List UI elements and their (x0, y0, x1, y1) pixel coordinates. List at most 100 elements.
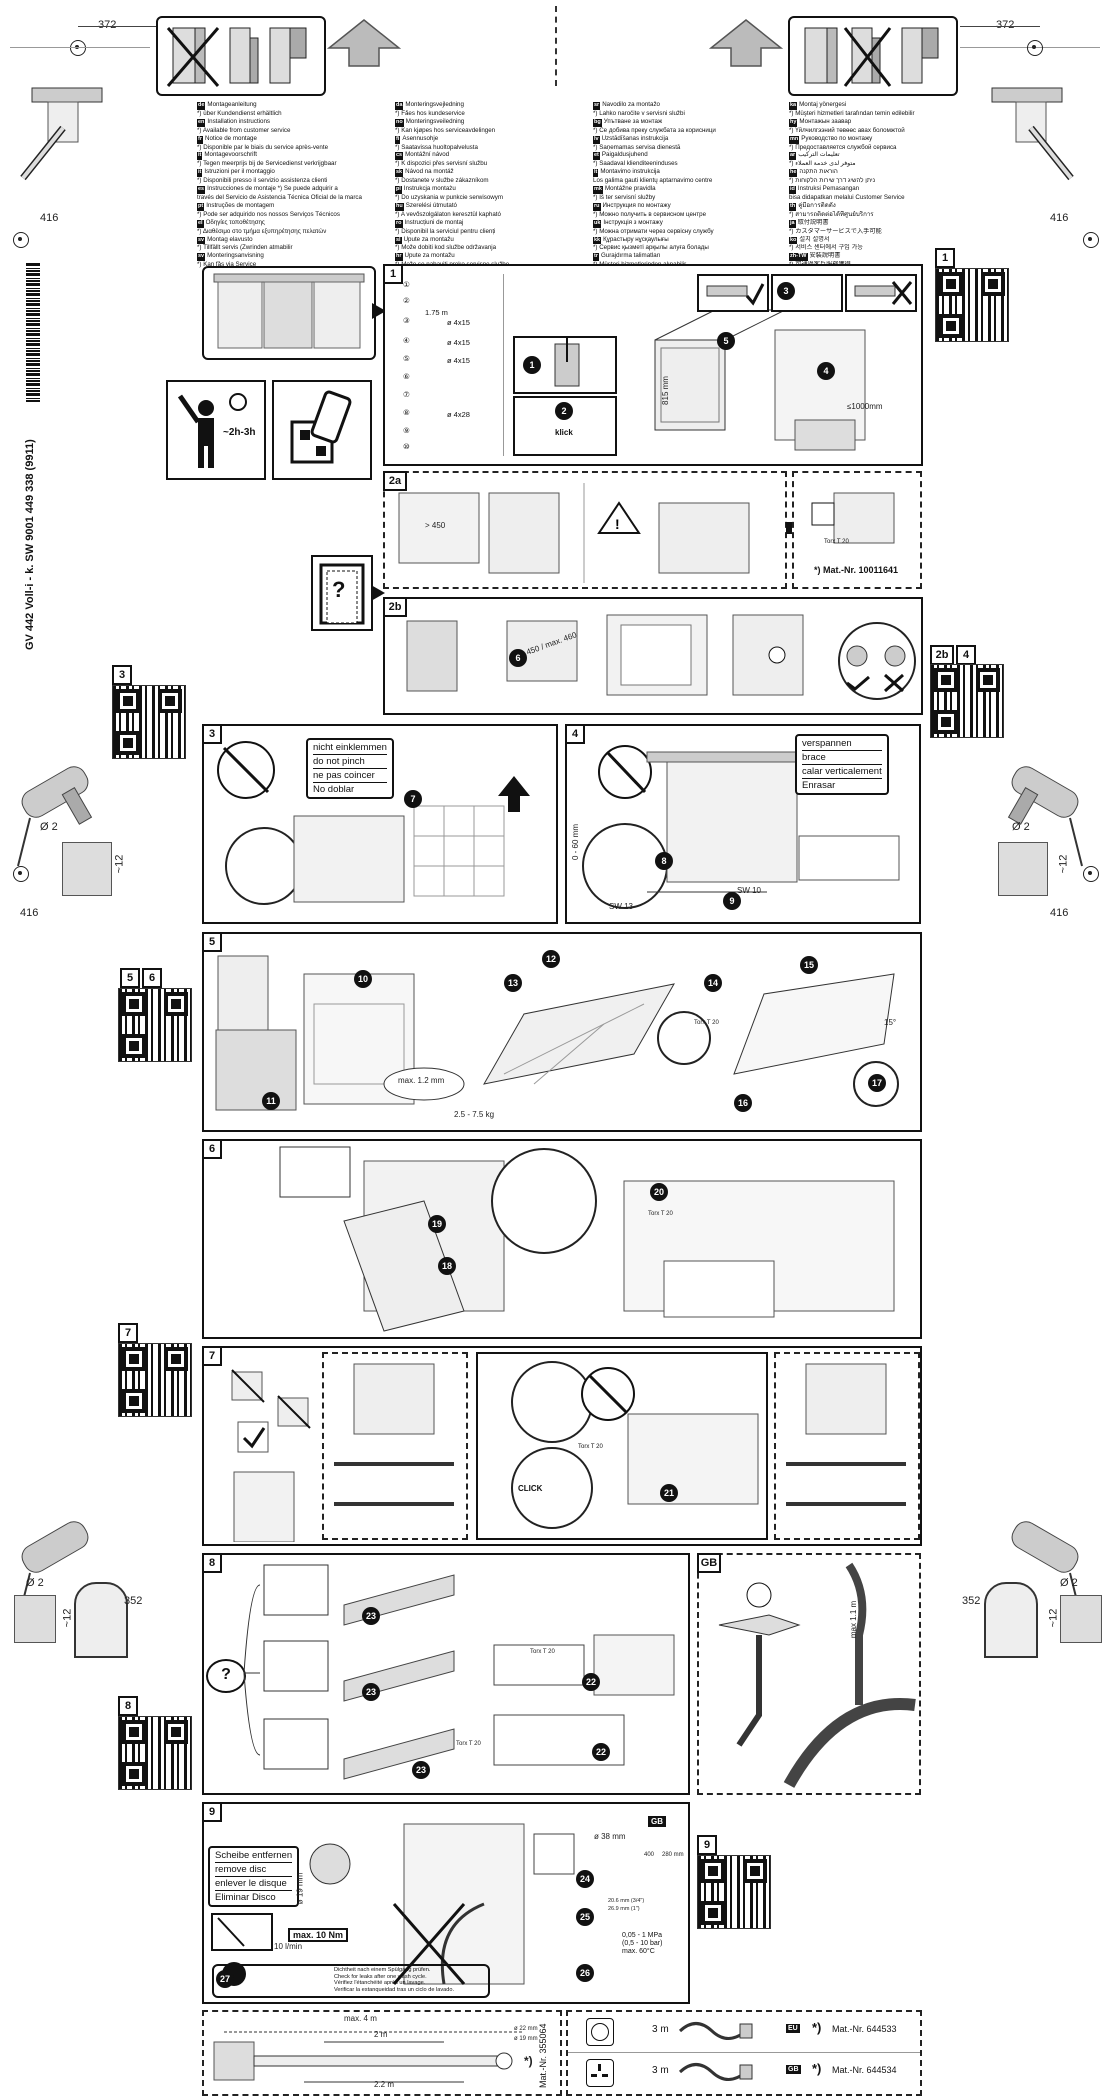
qr-code-7[interactable] (118, 1343, 192, 1417)
arrow-right-icon (372, 303, 386, 319)
drill-depth-diagram-right (998, 842, 1048, 896)
language-row: *) متوفر لدى خدمة العملاء (789, 160, 979, 168)
language-row: *) Müşteri hizmetleri tarafından temin e… (789, 110, 979, 118)
language-text: Інструкція з монтажу (603, 218, 663, 226)
section-2b: 2b 450 / max. 460 6 (383, 597, 923, 715)
profile-illustration (166, 27, 307, 87)
language-code: es (197, 186, 206, 194)
language-text: bisa didapatkan melalui Customer Service (789, 193, 905, 201)
dimension-top-left: 372 (98, 19, 117, 31)
language-row: *) Се добива преку службата за корисници (593, 127, 783, 135)
language-code: sk (395, 169, 404, 178)
language-code: uk (593, 219, 602, 228)
section-8: 8 ? 23 23 23 22 22 Torx T 20 Torx T 20 (202, 1553, 690, 1795)
language-code: it (197, 152, 203, 161)
language-text: Instrukcja montażu (403, 185, 456, 193)
leveling-illustration (582, 745, 900, 909)
language-row: *) Tegen meerprijs bij de Servicedienst … (197, 160, 387, 168)
language-code: da (395, 102, 404, 110)
language-row: *) Можна отримати через сервісну службу (593, 228, 783, 236)
language-text: *) Се добива преку службата за корисници (593, 126, 716, 134)
language-text: *) Үйлчилгээний төвөөс авах боломжтой (789, 126, 905, 134)
language-text: Notice de montage (204, 134, 257, 142)
power-cable-panel: 3 m EU *) Mat.-Nr. 644533 3 m GB *) Mat.… (566, 2010, 922, 2096)
language-code: pt (197, 202, 205, 211)
language-code: ja (789, 219, 796, 228)
language-row: *) カスタマーサービスで入手可能 (789, 228, 979, 236)
qr-code-1[interactable] (935, 268, 1009, 342)
qr-code-3[interactable] (112, 685, 186, 759)
language-text: *) Available from customer service (197, 126, 291, 134)
language-code: lv (593, 135, 600, 144)
qr-code-8[interactable] (118, 1716, 192, 1790)
qr-label: 6 (142, 968, 162, 988)
language-text: Montagevoorschrift (204, 151, 257, 159)
language-text: Szerelési útmutató (405, 201, 457, 209)
cable-icon (678, 2063, 753, 2081)
qr-code-2b-4[interactable] (930, 664, 1004, 738)
time-estimate-panel: ~2h-3h (166, 380, 266, 480)
door-panel-illustration (215, 955, 899, 1111)
qr-code-5-6[interactable] (118, 988, 192, 1062)
language-code: fi (395, 135, 401, 144)
language-text: *) Lahko naročite v servisni službi (593, 109, 685, 117)
language-text: Құрастыру нұсқаулығы (603, 235, 669, 243)
cable-row-eu: 3 m EU *) Mat.-Nr. 644533 (568, 2012, 920, 2053)
language-code: hu (395, 202, 404, 211)
language-text: *) Disponibili presso il servizio assist… (197, 177, 328, 185)
language-text: *) Saatavissa huoltopalvelusta (395, 143, 478, 151)
section-3: 3 nicht einklemmen do not pinch ne pas c… (202, 724, 558, 924)
language-text: Montag elavusto (207, 235, 253, 243)
language-text: *) Можно получить в сервисном центре (593, 210, 707, 218)
qr-label: 1 (935, 248, 955, 268)
question-bubble: ? (206, 1659, 246, 1693)
qr-code-9[interactable] (697, 1855, 771, 1929)
section-7-panel-b: CLICK Torx T 20 21 (476, 1352, 768, 1540)
language-code: kk (593, 236, 602, 245)
language-row: *) สามารถติดต่อได้ที่ศูนย์บริการ (789, 211, 979, 219)
language-text: Instrucțiuni de montaj (404, 218, 464, 226)
cabinet-check-illustration: ! (398, 483, 750, 583)
language-text: Οδηγίες τοποθέτησης (205, 218, 265, 226)
section-2b-illustration (406, 614, 916, 700)
language-code: ar (789, 152, 797, 161)
language-code: he (789, 169, 798, 178)
language-row: *) 서비스 센터에서 구입 가능 (789, 244, 979, 252)
wall-bracket-left (74, 1582, 128, 1658)
mount-target-icon (70, 40, 86, 56)
qr-label: 2b (930, 645, 954, 665)
language-text: Upute za montažu (403, 235, 454, 243)
language-row: *) Kan fås via Service (197, 261, 387, 269)
language-text: Monteringsanvisning (207, 252, 264, 260)
door-mounting-illustration (279, 1146, 895, 1332)
language-text: *) Fåes hos kundeservice (395, 109, 465, 117)
qr-phone-panel (272, 380, 372, 480)
language-text: *) über Kundendienst erhältlich (197, 109, 282, 117)
hose-extension-illustration (213, 2031, 524, 2083)
dimension-lower-right: 352 (962, 1595, 981, 1607)
language-text: *) Saadaval klienditeeninduses (593, 160, 678, 168)
qr-label: 3 (112, 665, 132, 685)
language-code: lt (593, 169, 599, 178)
language-row: *) über Kundendienst erhältlich (197, 110, 387, 118)
torque-label: max. 10 Nm (288, 1928, 349, 1942)
language-code: ro (395, 219, 403, 228)
svg-text:!: ! (615, 516, 620, 532)
gb-flag: GB (648, 1816, 666, 1827)
drill-icon-left (17, 766, 93, 867)
cable-row-gb: 3 m GB *) Mat.-Nr. 644534 (568, 2053, 920, 2093)
language-text: *) Kan fås via Service (197, 261, 257, 269)
